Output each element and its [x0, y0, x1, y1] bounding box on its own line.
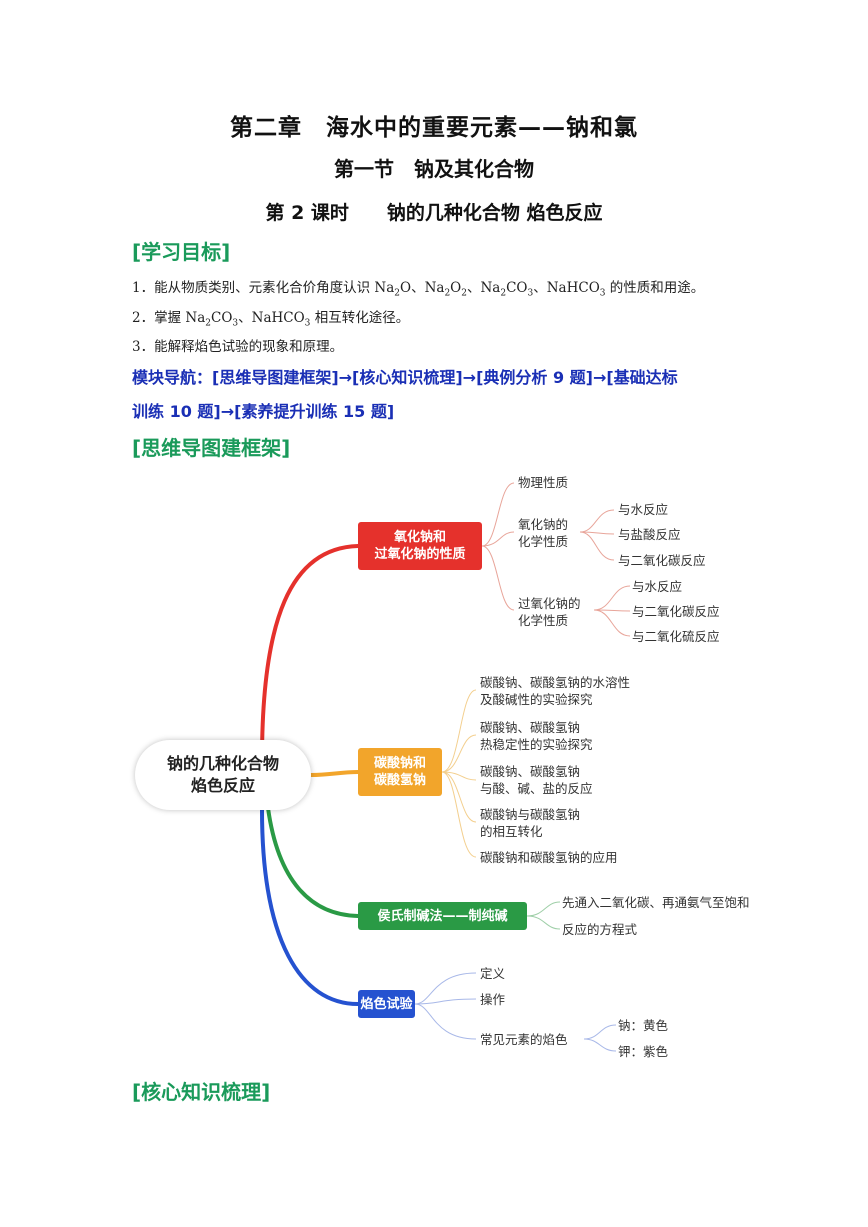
goal-item-2: 2．掌握 Na2CO3、NaHCO3 相互转化途径。	[132, 310, 410, 329]
leaf-na2o-hcl: 与盐酸反应	[618, 527, 681, 542]
mindmap-root: 钠的几种化合物焰色反应	[135, 740, 311, 810]
goal-item-3: 3．能解释焰色试验的现象和原理。	[132, 339, 344, 355]
branch-carbonates: 碳酸钠和碳酸氢钠	[358, 748, 442, 796]
branch-hou-process: 侯氏制碱法——制纯碱	[358, 902, 527, 930]
mindmap-heading: [思维导图建框架]	[132, 436, 291, 460]
goals-heading: [学习目标]	[132, 240, 231, 264]
leaf-carbonate-reactions: 碳酸钠、碳酸氢钠与酸、碱、盐的反应	[480, 764, 593, 796]
module-nav-line-2[interactable]: 训练 10 题]→[素养提升训练 15 题]	[132, 402, 395, 421]
leaf-flame-common-colors: 常见元素的焰色	[480, 1032, 568, 1047]
leaf-carbonate-solubility: 碳酸钠、碳酸氢钠的水溶性及酸碱性的实验探究	[480, 675, 631, 707]
leaf-hou-equation: 反应的方程式	[562, 922, 638, 937]
leaf-na2o-co2: 与二氧化碳反应	[618, 553, 706, 568]
leaf-na2o2-so2: 与二氧化硫反应	[632, 629, 720, 644]
branch-flame-test: 焰色试验	[358, 990, 415, 1018]
leaf-na2o-chemistry: 氧化钠的化学性质	[518, 517, 569, 549]
chapter-title: 第二章 海水中的重要元素——钠和氯	[230, 115, 638, 141]
leaf-flame-sodium: 钠：黄色	[618, 1018, 669, 1033]
leaf-na2o2-chemistry: 过氧化钠的化学性质	[518, 596, 581, 628]
leaf-hou-steps: 先通入二氧化碳、再通氨气至饱和	[562, 895, 750, 910]
module-nav-line-1[interactable]: 模块导航：[思维导图建框架]→[核心知识梳理]→[典例分析 9 题]→[基础达标	[132, 368, 678, 387]
lesson-title: 第 2 课时 钠的几种化合物 焰色反应	[265, 202, 603, 224]
leaf-na2o2-co2: 与二氧化碳反应	[632, 604, 720, 619]
section-title: 第一节 钠及其化合物	[334, 157, 534, 181]
leaf-na2o2-water: 与水反应	[632, 579, 683, 594]
goal-item-1: 1．能从物质类别、元素化合价角度认识 Na2O、Na2O2、Na2CO3、NaH…	[132, 280, 705, 299]
branch-sodium-oxides: 氧化钠和过氧化钠的性质	[358, 522, 482, 570]
leaf-carbonate-applications: 碳酸钠和碳酸氢钠的应用	[480, 850, 618, 865]
leaf-flame-potassium: 钾：紫色	[618, 1044, 669, 1059]
leaf-flame-operation: 操作	[480, 992, 506, 1007]
leaf-physical-properties: 物理性质	[518, 475, 569, 490]
leaf-na2o-water: 与水反应	[618, 502, 669, 517]
leaf-carbonate-stability: 碳酸钠、碳酸氢钠热稳定性的实验探究	[480, 720, 593, 752]
leaf-carbonate-conversion: 碳酸钠与碳酸氢钠的相互转化	[480, 807, 581, 839]
core-knowledge-heading: [核心知识梳理]	[132, 1080, 271, 1104]
leaf-flame-definition: 定义	[480, 966, 506, 981]
